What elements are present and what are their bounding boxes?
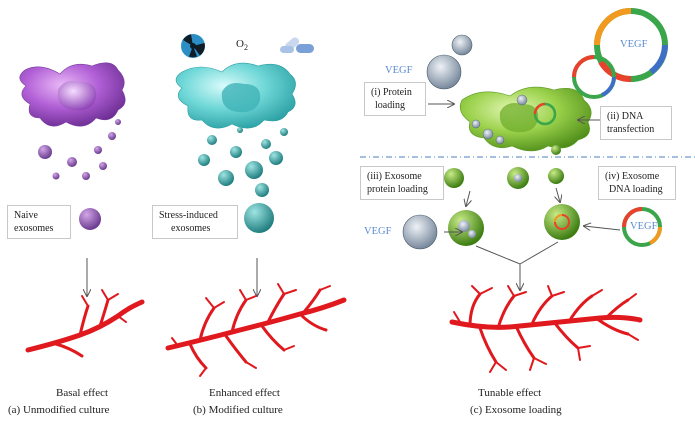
- basal-effect-label: Basal effect: [56, 387, 108, 399]
- stress-cell: [176, 63, 296, 128]
- naive-exosomes-label: Naive exosomes: [7, 205, 71, 239]
- naive-cell: [20, 63, 125, 126]
- caption-a: (a) Unmodified culture: [8, 404, 109, 416]
- step-i-line-2: loading: [371, 99, 419, 112]
- green-exosomes: [444, 167, 580, 246]
- radiation-icon: [181, 34, 205, 58]
- loaded-cell: [460, 87, 591, 155]
- step-iv-exosome-dna-loading: (iv) Exosome DNA loading: [598, 166, 676, 200]
- stress-exosomes-cluster: [198, 127, 288, 197]
- blood-vessel-icon-c: [452, 286, 640, 372]
- step-iii-line-2: protein loading: [367, 183, 437, 196]
- blood-vessel-icon-a: [28, 290, 142, 356]
- naive-exosomes-cluster: [38, 119, 121, 180]
- step-i-line-1: (i) Protein: [371, 86, 419, 99]
- drug-pills-icon: [280, 36, 314, 53]
- naive-exosome-icon: [79, 208, 101, 230]
- caption-c: (c) Exosome loading: [470, 404, 562, 416]
- dna-plasmid-icon-small: [574, 57, 614, 97]
- caption-b: (b) Modified culture: [193, 404, 283, 416]
- step-i-protein-loading: (i) Protein loading: [364, 82, 426, 116]
- step-iv-line-2: DNA loading: [605, 183, 669, 196]
- vegf-label-plasmid: VEGF: [620, 39, 647, 50]
- blood-vessel-icon-b: [168, 284, 344, 376]
- vegf-label-mid: VEGF: [364, 226, 391, 237]
- step-iii-exosome-protein-loading: (iii) Exosome protein loading: [360, 166, 444, 200]
- tunable-effect-label: Tunable effect: [478, 387, 541, 399]
- stress-exosomes-label: Stress-induced exosomes: [152, 205, 238, 239]
- vegf-label-plasmid-c: VEGF: [630, 221, 657, 232]
- naive-label-line-1: Naive: [14, 209, 64, 222]
- oxygen-icon: O2: [236, 38, 248, 52]
- enhanced-effect-label: Enhanced effect: [209, 387, 280, 399]
- vegf-nanoparticle-icon: [427, 35, 472, 89]
- stress-label-line-2: exosomes: [159, 222, 231, 235]
- step-iii-line-1: (iii) Exosome: [367, 170, 437, 183]
- step-ii-line-1: (ii) DNA: [607, 110, 665, 123]
- step-ii-dna-transfection: (ii) DNA transfection: [600, 106, 672, 140]
- stress-exosome-icon: [244, 203, 274, 233]
- naive-label-line-2: exosomes: [14, 222, 64, 235]
- oxygen-subscript: 2: [244, 43, 248, 52]
- step-iv-line-1: (iv) Exosome: [605, 170, 669, 183]
- vegf-label-top: VEGF: [385, 65, 412, 76]
- stress-label-line-1: Stress-induced: [159, 209, 231, 222]
- vegf-nanoparticle-icon-c: [403, 215, 437, 249]
- step-ii-line-2: transfection: [607, 123, 665, 136]
